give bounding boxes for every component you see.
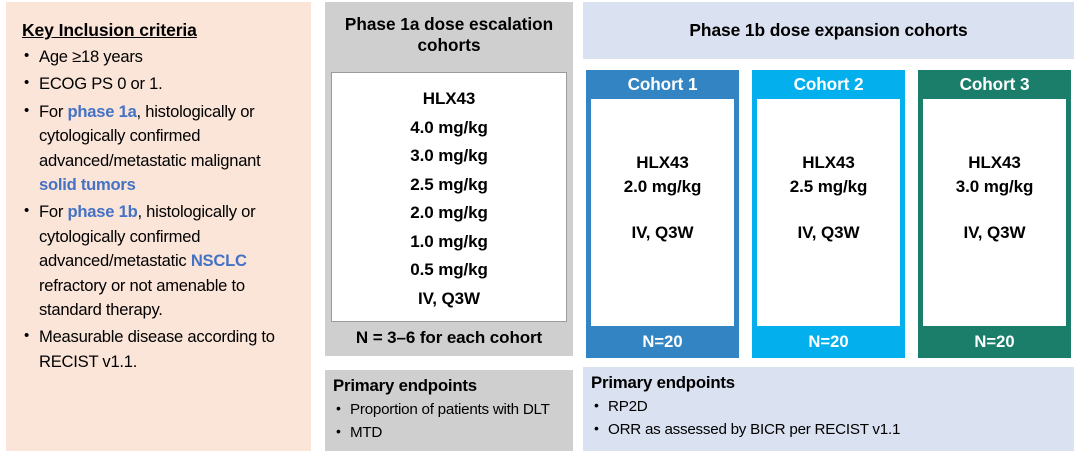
- cohort-route-schedule: IV, Q3W: [631, 223, 694, 242]
- phase-1a-body: HLX43 4.0 mg/kg 3.0 mg/kg 2.5 mg/kg 2.0 mg/k…: [325, 68, 573, 356]
- cohort-sample-size-2: N=20: [808, 332, 849, 351]
- inclusion-criteria-text: ECOG PS 0 or 1.: [39, 74, 163, 94]
- phase-1a-endpoints-list: Proportion of patients with DLTMTD: [333, 397, 567, 444]
- phase-1b-header: Phase 1b dose expansion cohorts: [583, 2, 1074, 59]
- cohort-sample-size-3: N=20: [974, 332, 1015, 351]
- phase-1a-endpoint-item: Proportion of patients with DLT: [333, 397, 567, 421]
- key-inclusion-criteria-title: Key Inclusion criteria: [22, 20, 197, 40]
- dose-level-line: HLX43: [422, 89, 476, 108]
- dose-level-line: 2.5 mg/kg: [410, 174, 488, 194]
- inclusion-criteria-highlight: NSCLC: [190, 251, 247, 271]
- dose-level-line: 2.0 mg/kg: [410, 203, 488, 222]
- inclusion-criteria-item: For phase 1b, histologically or cytologi…: [22, 199, 297, 322]
- inclusion-criteria-text: , histologically or cytologically confir…: [39, 101, 261, 170]
- inclusion-criteria-text: Age ≥18 years: [39, 47, 143, 66]
- inclusion-criteria-item: Measurable disease according to RECIST v…: [22, 324, 297, 374]
- phase-1a-endpoint-item: MTD: [333, 420, 567, 444]
- cohort-drug-name: HLX43: [636, 153, 689, 172]
- phase-1b-endpoints-title: Primary endpoints: [591, 373, 735, 392]
- cohort-sample-size-1: N=20: [642, 332, 683, 351]
- cohort-route-schedule: IV, Q3W: [963, 223, 1026, 242]
- inclusion-criteria-list: Age ≥18 yearsECOG PS 0 or 1. For phase 1a…: [22, 44, 297, 374]
- phase-1a-sample-size: N = 3–6 for each cohort: [355, 328, 543, 347]
- phase-1a-column: Phase 1a dose escalation cohorts HLX43 4.…: [325, 2, 573, 451]
- cohort-title-3: Cohort 3: [959, 74, 1030, 94]
- phase-1b-primary-endpoints-panel: Primary endpoints RP2DORR as assessed by…: [583, 367, 1074, 451]
- cohort-drug-name: HLX43: [802, 153, 855, 172]
- dose-level-line: IV, Q3W: [418, 288, 480, 308]
- phase-1a-primary-endpoints-panel: Primary endpoints Proportion of patients…: [325, 370, 573, 451]
- key-inclusion-criteria-panel: Key Inclusion criteria Age ≥18 yearsECOG…: [6, 2, 311, 451]
- inclusion-criteria-item: Age ≥18 years: [22, 44, 297, 69]
- cohort-title-2: Cohort 2: [793, 74, 864, 94]
- inclusion-criteria-item: For phase 1a, histologically or cytologi…: [22, 99, 297, 198]
- cohort-dose: 3.0 mg/kg: [955, 177, 1034, 196]
- inclusion-criteria-text: , histologically or cytologically confir…: [39, 202, 256, 271]
- cohort-dose: 2.5 mg/kg: [789, 177, 868, 196]
- inclusion-criteria-text: Measurable disease according to RECIST v…: [39, 327, 275, 371]
- inclusion-criteria-text: For: [39, 202, 68, 222]
- phase-1b-endpoints-list: RP2DORR as assessed by BICR per RECIST v…: [591, 394, 1068, 441]
- phase-1a-endpoints-title: Primary endpoints: [333, 376, 477, 395]
- inclusion-criteria-highlight: solid tumors: [39, 175, 136, 195]
- inclusion-criteria-highlight: phase 1b: [67, 202, 138, 222]
- inclusion-criteria-highlight: phase 1a: [67, 101, 137, 121]
- cohort-title-1: Cohort 1: [627, 74, 698, 94]
- phase-1b-endpoint-item: RP2D: [591, 394, 1068, 418]
- cohort-route-schedule: IV, Q3W: [797, 223, 860, 242]
- inclusion-criteria-text: refractory or not amenable to standard t…: [39, 275, 245, 320]
- dose-level-line: 0.5 mg/kg: [410, 260, 488, 279]
- phase-1b-endpoint-item: ORR as assessed by BICR per RECIST v1.1: [591, 417, 1068, 441]
- dose-level-line: 1.0 mg/kg: [410, 231, 488, 251]
- phase-1a-dose-box: HLX43 4.0 mg/kg 3.0 mg/kg 2.5 mg/kg 2.0 mg/k…: [331, 72, 567, 322]
- cohort-drug-name: HLX43: [968, 153, 1021, 172]
- inclusion-criteria-text: For: [39, 101, 68, 121]
- cohort-dose: 2.0 mg/kg: [623, 177, 702, 196]
- dose-level-line: 4.0 mg/kg: [410, 117, 488, 137]
- phase-1a-header: Phase 1a dose escalation cohorts: [325, 2, 573, 68]
- phase-1b-column: Phase 1b dose expansion cohorts Cohort 1…: [583, 2, 1074, 451]
- inclusion-criteria-item: ECOG PS 0 or 1.: [22, 71, 297, 96]
- dose-level-line: 3.0 mg/kg: [410, 146, 488, 165]
